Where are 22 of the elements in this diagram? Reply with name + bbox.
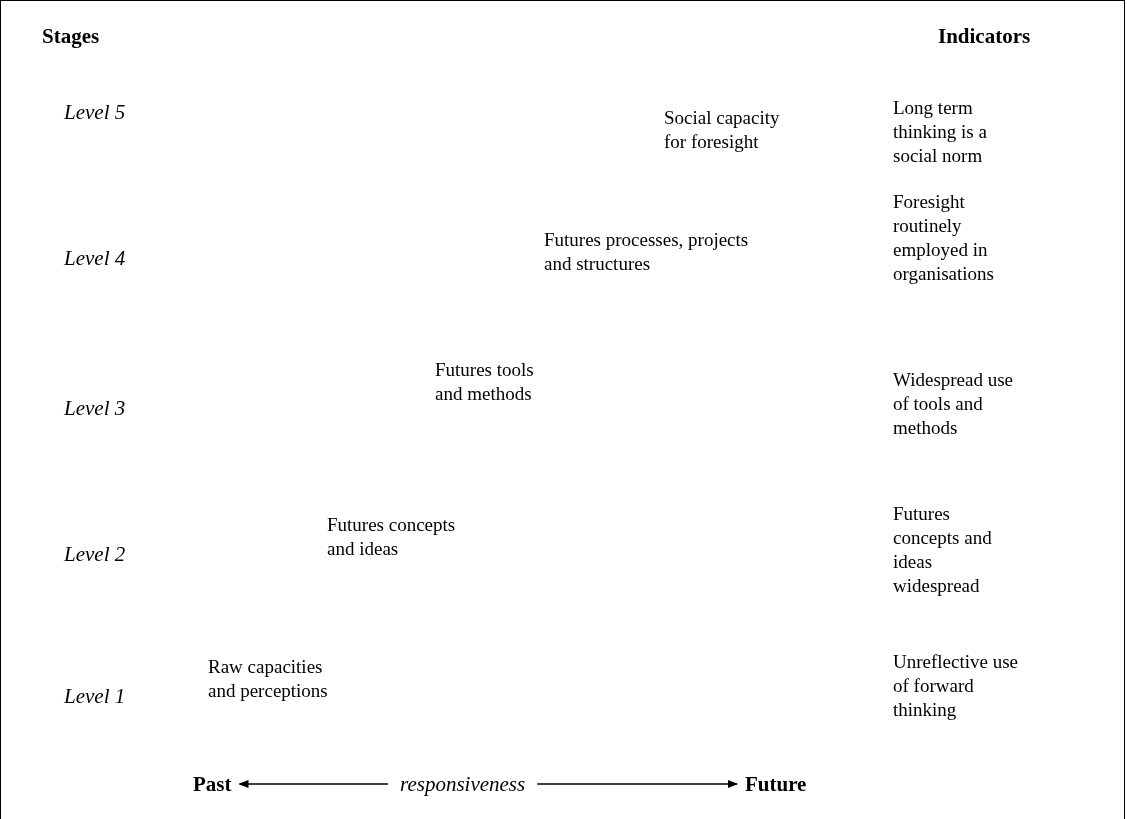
level-label: Level 5 bbox=[64, 100, 127, 124]
axis-label: responsiveness bbox=[400, 772, 526, 796]
indicator-text: Unreflective use of forward thinking bbox=[893, 650, 1020, 722]
indicator-text: Futures concepts and ideas widespread bbox=[893, 502, 993, 598]
arrow bbox=[238, 780, 389, 788]
axis-end-label: Future bbox=[745, 772, 807, 796]
arrow bbox=[536, 780, 738, 788]
level-label: Level 1 bbox=[64, 684, 127, 708]
stage-text: Social capacity for foresight bbox=[664, 106, 781, 154]
stage-text: Futures processes, projects and structures bbox=[544, 228, 749, 276]
level-label: Level 4 bbox=[64, 246, 127, 270]
stage-text: Raw capacities and perceptions bbox=[208, 655, 329, 703]
stage-text: Futures tools and methods bbox=[435, 358, 535, 406]
indicator-text: Long term thinking is a social norm bbox=[893, 96, 988, 168]
level-label: Level 2 bbox=[64, 542, 127, 566]
column-heading: Indicators bbox=[938, 24, 1032, 48]
indicator-text: Widespread use of tools and methods bbox=[893, 368, 1015, 440]
column-heading: Stages bbox=[42, 24, 101, 48]
level-label: Level 3 bbox=[64, 396, 127, 420]
indicator-text: Foresight routinely employed in organisations bbox=[893, 190, 995, 286]
stage-text: Futures concepts and ideas bbox=[327, 513, 457, 561]
axis-end-label: Past bbox=[193, 772, 232, 796]
